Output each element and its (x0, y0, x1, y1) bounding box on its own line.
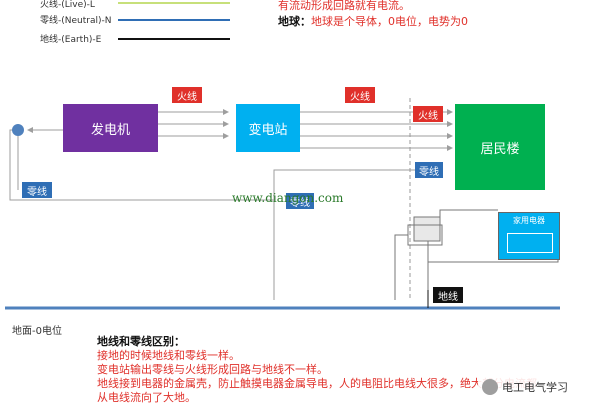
live-tag-3: 火线 (413, 106, 443, 122)
note-earth: 地球：地球是个导体，0电位，电势为0 (278, 13, 468, 29)
caption-line-4: 从电线流向了大地。 (97, 391, 196, 404)
neutral-tag-right: 零线 (415, 162, 443, 178)
socket-box (413, 216, 441, 242)
appliance-box: 家用电器 (498, 212, 560, 260)
caption-line-2: 变电站输出零线与火线形成回路与地线不一样。 (97, 363, 328, 376)
legend-neutral-label: 零线-(Neutral)-N (40, 16, 112, 26)
neutral-return-path (9, 129, 415, 300)
note-earth-title: 地球： (278, 15, 311, 28)
note-earth-text: 地球是个导体，0电位，电势为0 (311, 15, 468, 28)
legend-neutral-line (118, 19, 230, 21)
live-tag-2: 火线 (345, 87, 375, 103)
legend-earth-label: 地线-(Earth)-E (40, 35, 102, 45)
ground-label: 地面-0电位 (12, 326, 62, 337)
appliance-label: 家用电器 (513, 216, 545, 225)
caption-line-3: 地线接到电器的金属壳，防止触摸电器金属导电，人的电阻比电线大很多，绝大部分电流都 (97, 377, 537, 390)
sub-to-res-arrows (300, 109, 453, 151)
brand-name: 电工电气学习 (502, 381, 568, 394)
node-circle (12, 124, 24, 136)
legend-live-line (118, 2, 230, 4)
substation-box: 变电站 (236, 104, 300, 152)
appliance-casing (507, 233, 553, 253)
earth-tag: 地线 (433, 287, 463, 303)
live-tag-1: 火线 (172, 87, 202, 103)
residence-box: 居民楼 (455, 104, 545, 190)
legend-earth-line (118, 38, 230, 40)
generator-box: 发电机 (63, 104, 158, 152)
neutral-tag-mid: 零线 (286, 193, 314, 209)
gen-to-sub-arrows (158, 109, 229, 139)
brand-badge: 电工电气学习 (478, 376, 576, 398)
caption-title: 地线和零线区别： (97, 335, 185, 348)
caption-line-1: 接地的时候地线和零线一样。 (97, 349, 240, 362)
wechat-icon (482, 379, 498, 395)
note-current: 有流动形成回路就有电流。 (278, 0, 410, 12)
legend-live-label: 火线-(Live)-L (40, 0, 95, 10)
watermark: www.diangon.com (232, 191, 344, 205)
neutral-tag-left: 零线 (22, 182, 52, 198)
